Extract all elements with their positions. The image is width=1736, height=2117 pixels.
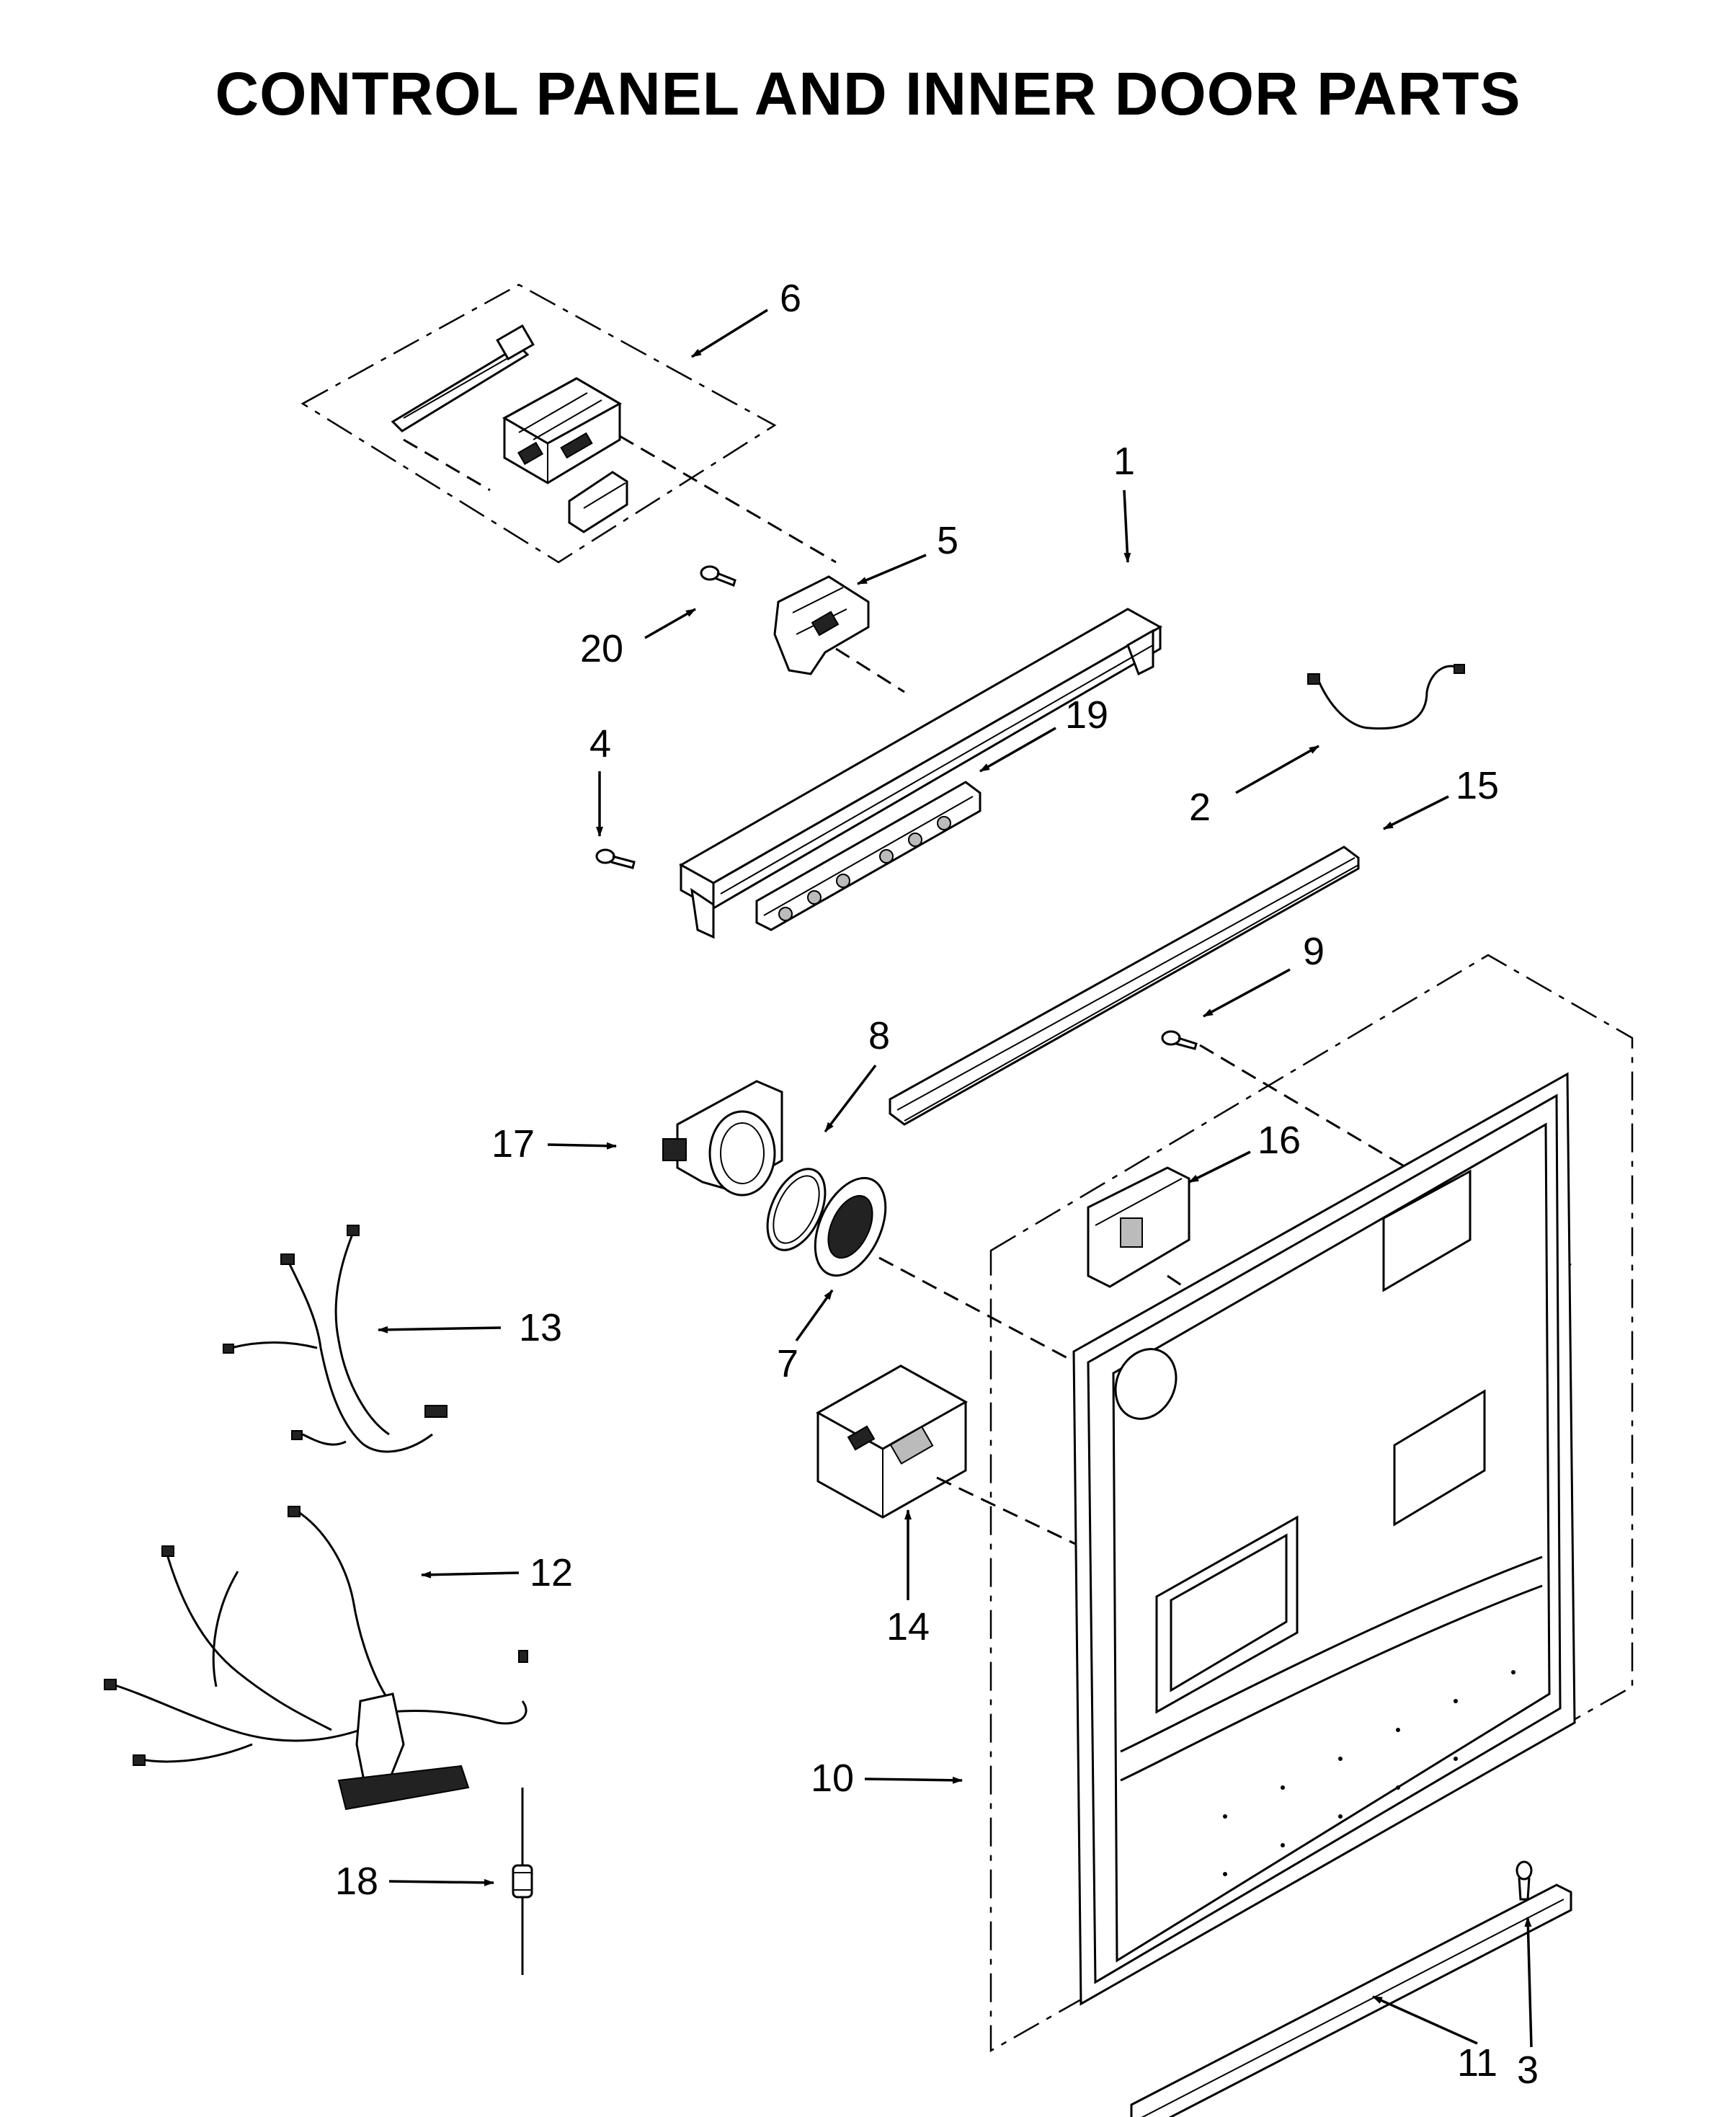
part-15-vent-strip: [889, 846, 1360, 1126]
part-2-wire-harness: [1307, 664, 1465, 730]
part-17-vent-assembly: [662, 1080, 783, 1197]
svg-text:8: 8: [868, 1014, 890, 1057]
svg-text:11: 11: [1457, 2041, 1497, 2085]
part-7-vent-louver: [814, 1176, 1103, 1378]
callout-2: 2: [1189, 745, 1319, 829]
callout-9: 9: [1203, 930, 1325, 1018]
callout-6: 6: [691, 277, 801, 358]
svg-text:4: 4: [589, 722, 611, 765]
part-13-wire-harness: [223, 1225, 448, 1453]
part-16-bracket: [1087, 1166, 1233, 1321]
callout-10: 10: [811, 1757, 963, 1800]
part-14-dispenser: [815, 1364, 1103, 1558]
callout-13: 13: [378, 1306, 562, 1349]
callout-3: 3: [1517, 1917, 1539, 2092]
callout-7: 7: [777, 1289, 834, 1385]
part-10-inner-door: [989, 954, 1634, 2053]
svg-text:9: 9: [1303, 930, 1325, 973]
svg-text:2: 2: [1189, 786, 1211, 829]
part-6-control-assembly: [301, 283, 837, 564]
part-1-control-panel: [678, 608, 1163, 939]
svg-text:1: 1: [1113, 440, 1135, 483]
callout-18: 18: [335, 1860, 494, 1903]
callout-11: 11: [1372, 1995, 1497, 2085]
part-5-door-latch: [773, 575, 905, 693]
part-8-gasket: [766, 1168, 827, 1251]
callout-15: 15: [1383, 764, 1499, 830]
svg-text:16: 16: [1258, 1119, 1301, 1162]
svg-text:6: 6: [780, 277, 801, 320]
svg-text:19: 19: [1065, 693, 1108, 737]
part-12-main-harness: [104, 1506, 528, 1811]
callout-19: 19: [979, 693, 1108, 773]
callout-4: 4: [589, 722, 611, 837]
part-11-trim-strip: [1130, 1883, 1572, 2117]
part-9-screw: [1161, 1030, 1572, 1266]
part-4-screw: [595, 848, 636, 869]
part-20-screw: [700, 565, 736, 587]
svg-text:20: 20: [580, 627, 623, 670]
part-19-ui-board: [755, 781, 981, 931]
svg-text:15: 15: [1456, 764, 1499, 807]
part-18-fuse: [512, 1788, 533, 1975]
callout-20: 20: [580, 608, 696, 670]
svg-text:3: 3: [1517, 2049, 1539, 2092]
svg-text:14: 14: [886, 1605, 930, 1648]
svg-text:18: 18: [335, 1860, 378, 1903]
callout-12: 12: [421, 1551, 573, 1594]
callout-17: 17: [491, 1122, 617, 1166]
svg-text:13: 13: [519, 1306, 562, 1349]
callout-14: 14: [886, 1509, 930, 1648]
callout-1: 1: [1113, 440, 1135, 563]
page-title: CONTROL PANEL AND INNER DOOR PARTS: [215, 60, 1521, 128]
svg-text:17: 17: [491, 1122, 535, 1166]
svg-text:10: 10: [811, 1757, 854, 1800]
callout-5: 5: [857, 519, 958, 585]
svg-text:12: 12: [530, 1551, 573, 1594]
svg-text:5: 5: [937, 519, 958, 562]
callout-8: 8: [824, 1014, 890, 1133]
svg-text:7: 7: [777, 1342, 798, 1385]
part-3-screw: [1515, 1860, 1533, 1901]
callout-16: 16: [1188, 1119, 1301, 1184]
